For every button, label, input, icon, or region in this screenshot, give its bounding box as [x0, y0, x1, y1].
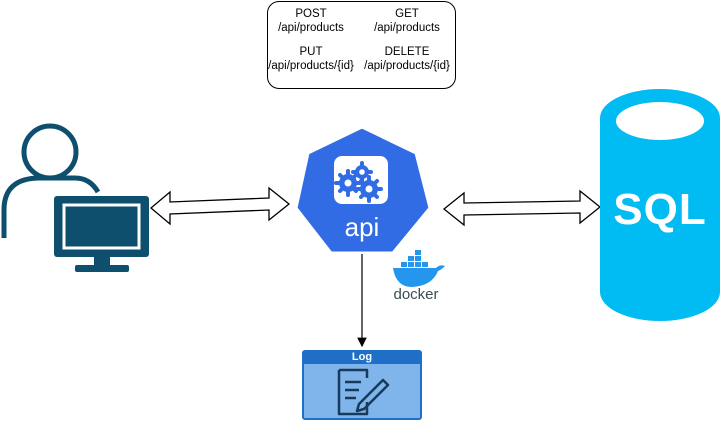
- api-label: api: [344, 212, 380, 242]
- routes-box: POST /api/products GET /api/products PUT…: [267, 1, 456, 89]
- user-api-double-arrow: [149, 186, 291, 226]
- docker-label: docker: [393, 286, 439, 303]
- log-window-icon: [302, 350, 422, 420]
- route-method: GET: [395, 8, 419, 20]
- route-method: POST: [295, 8, 327, 20]
- route-path: /api/products/{id}: [268, 60, 354, 72]
- route-delete: DELETE /api/products/{id}: [358, 45, 456, 73]
- docker-whale-icon: [393, 250, 445, 287]
- document-edit-icon: [337, 368, 390, 416]
- database-cylinder-icon: [600, 89, 720, 321]
- route-method: DELETE: [384, 46, 430, 58]
- route-get: GET /api/products: [364, 7, 450, 35]
- log-title: Log: [351, 351, 373, 363]
- route-post: POST /api/products: [268, 7, 354, 35]
- user-computer-icon: [1, 123, 149, 272]
- route-path: /api/products: [374, 22, 440, 34]
- route-path: /api/products/{id}: [364, 60, 450, 72]
- route-path: /api/products: [278, 22, 344, 34]
- route-method: PUT: [299, 46, 323, 58]
- api-sql-double-arrow: [442, 189, 602, 227]
- sql-label: SQL: [613, 185, 707, 234]
- gears-icon: [334, 156, 388, 204]
- route-put: PUT /api/products/{id}: [264, 45, 358, 73]
